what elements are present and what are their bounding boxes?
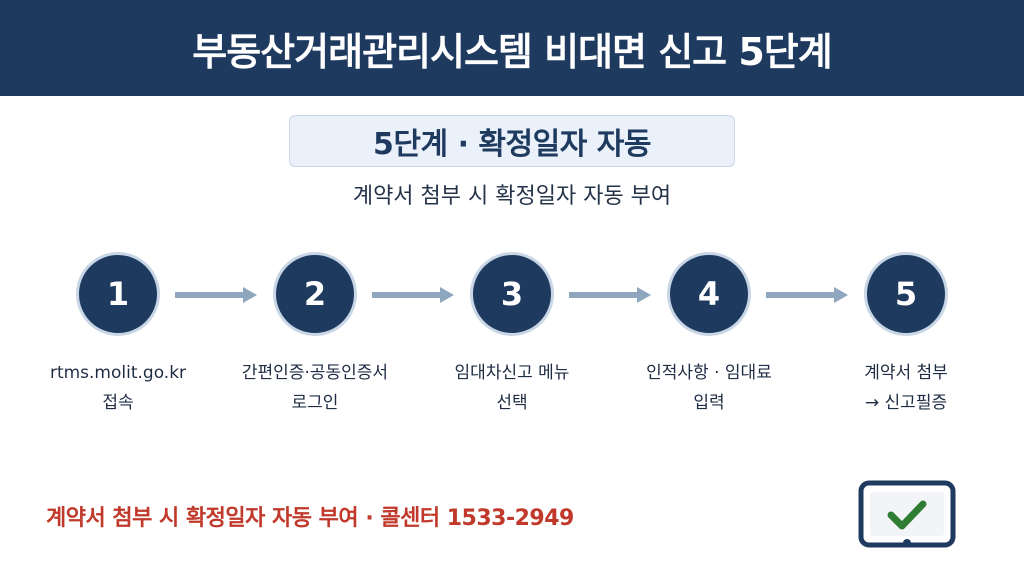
step-label-line: 접속: [102, 393, 134, 413]
step-label-line: 임대차신고 메뉴: [454, 363, 570, 383]
header-bar: 부동산거래관리시스템 비대면 신고 5단계: [0, 0, 1024, 96]
step-badge: 5단계 · 확정일자 자동: [289, 115, 735, 167]
step-label-3: 임대차신고 메뉴 선택: [417, 358, 607, 418]
page-title: 부동산거래관리시스템 비대면 신고 5단계: [192, 29, 832, 74]
step-label-line: 입력: [693, 393, 725, 413]
arrow-right-icon: [569, 287, 651, 303]
step-circle-5: 5: [864, 252, 948, 336]
step-label-line: → 신고필증: [864, 393, 948, 413]
step-circle-4: 4: [667, 252, 751, 336]
step-label-line: 계약서 첨부: [864, 363, 948, 383]
arrow-right-icon: [175, 287, 257, 303]
step-label-line: 인적사항 · 임대료: [646, 363, 772, 383]
step-label-5: 계약서 첨부 → 신고필증: [811, 358, 1001, 418]
subtitle: 계약서 첨부 시 확정일자 자동 부여: [352, 184, 672, 209]
step-label-1: rtms.molit.go.kr 접속: [23, 358, 213, 418]
step-circle-2: 2: [273, 252, 357, 336]
step-label-4: 인적사항 · 임대료 입력: [614, 358, 804, 418]
monitor-check-icon: [858, 480, 956, 552]
step-label-line: rtms.molit.go.kr: [49, 363, 187, 383]
step-circle-3: 3: [470, 252, 554, 336]
arrow-right-icon: [766, 287, 848, 303]
arrow-right-icon: [372, 287, 454, 303]
step-badge-label: 5단계 · 확정일자 자동: [373, 127, 651, 162]
step-label-line: 로그인: [291, 393, 339, 413]
step-circle-1: 1: [76, 252, 160, 336]
step-label-line: 간편인증·공동인증서: [241, 363, 389, 383]
step-label-2: 간편인증·공동인증서 로그인: [220, 358, 410, 418]
footer-note: 계약서 첨부 시 확정일자 자동 부여 · 콜센터 1533-2949: [46, 506, 574, 531]
step-label-line: 선택: [496, 393, 528, 413]
